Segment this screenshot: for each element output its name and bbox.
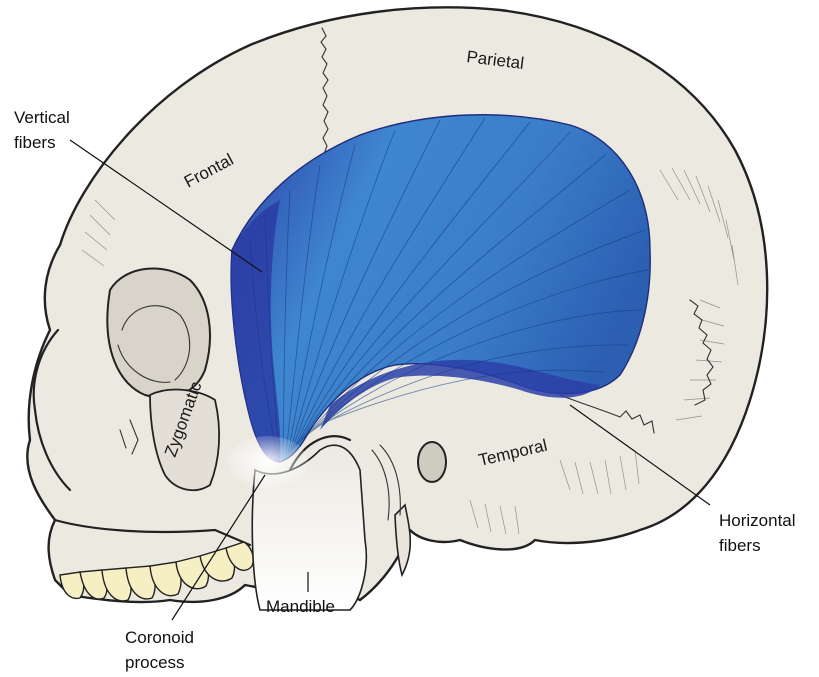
label-mandible: Mandible bbox=[266, 597, 335, 616]
orbit bbox=[107, 269, 210, 398]
ear-canal bbox=[418, 442, 446, 482]
label-vertical-fibers: Vertical fibers bbox=[14, 108, 74, 152]
label-horizontal-fibers: Horizontal fibers bbox=[719, 511, 800, 555]
label-coronoid-process: Coronoid process bbox=[125, 628, 199, 672]
